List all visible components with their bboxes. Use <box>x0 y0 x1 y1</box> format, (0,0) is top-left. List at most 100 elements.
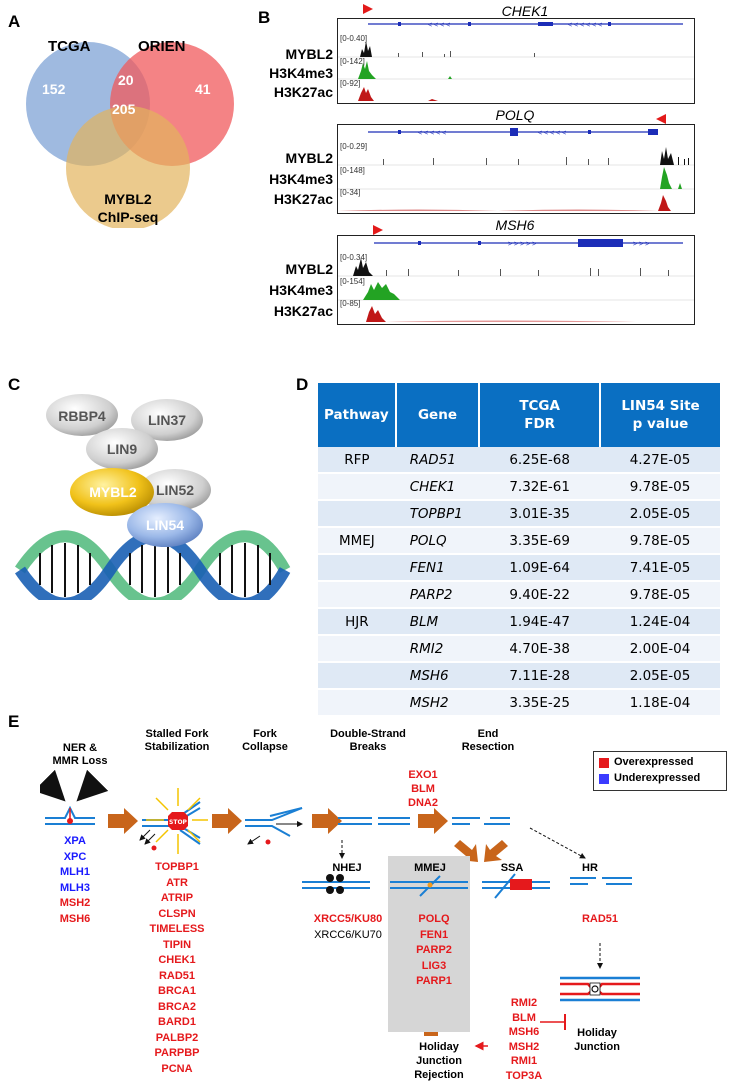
header-gene: Gene <box>395 383 481 447</box>
gene-ner-under: MLH3 <box>60 881 90 894</box>
track-plot-msh6: > > > > > > > > <box>338 239 694 322</box>
gene-stalled-fork: CLSPN <box>158 907 196 920</box>
cell-fdr: 7.32E-61 <box>479 473 601 501</box>
track-box-polq: < < < < < < < < < < <box>337 124 695 214</box>
header-p-value: p value <box>632 416 689 432</box>
range-msh6-mybl2: [0-0.34] <box>340 253 368 262</box>
cell-pathway: HJR <box>318 608 396 636</box>
row-label-mybl2-2: MYBL2 <box>285 150 333 166</box>
row-label-h3k4me3-1: H3K4me3 <box>269 65 333 81</box>
gene-ner-under: MLH1 <box>60 866 90 878</box>
cell-p: 9.78E-05 <box>600 581 720 609</box>
gene-holliday: MSH2 <box>508 1040 540 1053</box>
venn-count-orien-only: 41 <box>195 81 211 97</box>
gene-mmej: PARP2 <box>416 944 452 956</box>
legend-box: Overexpressed Underexpressed <box>593 751 727 791</box>
dream-complex-illustration <box>15 394 291 600</box>
venn-label-tcga: TCGA <box>48 38 91 55</box>
label-ssa: SSA <box>500 862 524 874</box>
cell-p: 1.24E-04 <box>600 608 720 636</box>
gene-mmej: LIG3 <box>421 959 447 972</box>
gene-stalled-fork: TIPIN <box>162 938 192 951</box>
tss-arrow-icon <box>363 4 373 14</box>
label-hjr-line1: Holiday <box>419 1041 459 1053</box>
gene-holliday: BLM <box>512 1011 536 1024</box>
gene-stalled-fork: TOPBP1 <box>155 861 199 873</box>
range-polq-h3k4me3: [0-148] <box>340 166 365 175</box>
row-label-h3k4me3-2: H3K4me3 <box>269 171 333 187</box>
gene-stalled-fork: PALBP2 <box>155 1031 199 1044</box>
cell-p: 4.27E-05 <box>600 447 720 474</box>
row-label-mybl2-1: MYBL2 <box>285 46 333 62</box>
gene-stalled-fork: ATR <box>166 876 188 889</box>
gene-mmej: PARP1 <box>416 975 452 987</box>
tss-arrow-icon <box>373 225 383 235</box>
gene-title-polq: POLQ <box>495 107 535 123</box>
gene-stalled-fork: BRCA2 <box>158 1000 196 1013</box>
label-nhej: NHEJ <box>332 862 362 874</box>
step-end-line1: End <box>477 728 499 740</box>
header-lin54-p: LIN54 Site p value <box>600 383 720 447</box>
range-chek1-h3k4me3: [0-142] <box>340 57 365 66</box>
gene-holliday: RMI1 <box>510 1055 538 1067</box>
label-mmej: MMEJ <box>414 862 446 874</box>
cell-gene: FEN1 <box>395 554 480 582</box>
gene-resection: BLM <box>411 783 435 795</box>
gene-nhej-plain: XRCC6/KU70 <box>314 928 382 941</box>
cell-gene: BLM <box>395 608 480 636</box>
header-lin54-site: LIN54 Site <box>621 398 700 414</box>
row-label-h3k27ac-3: H3K27ac <box>273 303 333 319</box>
label-hj-line2: Junction <box>574 1041 620 1053</box>
cell-fdr: 7.11E-28 <box>479 662 601 690</box>
venn-count-tcga-only: 152 <box>42 81 66 97</box>
svg-text:< < < < <: < < < < < <box>418 130 446 137</box>
gene-list-hr: RAD51 <box>575 912 625 928</box>
legend-swatch-under <box>599 774 609 784</box>
cell-p: 7.41E-05 <box>600 554 720 582</box>
gene-stalled-fork: ATRIP <box>160 892 194 904</box>
range-polq-mybl2: [0-0.29] <box>340 142 368 151</box>
cell-pathway: MMEJ <box>318 527 396 555</box>
track-plot-polq: < < < < < < < < < < <box>338 128 694 211</box>
cell-gene: CHEK1 <box>395 473 480 501</box>
gene-ner-over: MSH6 <box>59 912 91 925</box>
range-chek1-mybl2: [0-0.40] <box>340 34 368 43</box>
legend-label-under: Underexpressed <box>614 772 701 784</box>
gene-stalled-fork: PARPBP <box>154 1047 200 1059</box>
panel-label-c: C <box>8 375 21 394</box>
row-label-mybl2-3: MYBL2 <box>285 261 333 277</box>
gene-resection: EXO1 <box>408 769 438 781</box>
svg-text:< < < <: < < < < <box>428 22 450 29</box>
venn-diagram <box>26 42 234 228</box>
cell-gene: POLQ <box>395 527 480 555</box>
cell-p: 1.18E-04 <box>600 689 720 717</box>
gene-hr: RAD51 <box>581 913 619 925</box>
gene-holliday: TOP3A <box>505 1069 543 1082</box>
step-stall-line1: Stalled Fork <box>145 728 209 740</box>
protein-lin9: LIN9 <box>106 441 138 457</box>
svg-text:> > > > >: > > > > > <box>508 241 536 248</box>
step-collapse-line2: Collapse <box>242 741 288 753</box>
gene-resection: DNA2 <box>408 797 438 809</box>
stop-sign-text: STOP <box>169 819 188 826</box>
row-label-h3k4me3-3: H3K4me3 <box>269 282 333 298</box>
row-label-h3k27ac-1: H3K27ac <box>273 84 333 100</box>
svg-text:< < < < < <: < < < < < < <box>568 22 602 29</box>
venn-count-all: 205 <box>112 101 136 117</box>
step-dsb-line1: Double-Strand <box>330 728 406 740</box>
gene-ner-over: MSH2 <box>59 897 91 909</box>
cell-gene: RMI2 <box>395 635 480 663</box>
legend-swatch-over <box>599 758 609 768</box>
gene-mmej: POLQ <box>418 913 450 925</box>
cell-p: 9.78E-05 <box>600 527 720 555</box>
cell-fdr: 9.40E-22 <box>479 581 601 609</box>
